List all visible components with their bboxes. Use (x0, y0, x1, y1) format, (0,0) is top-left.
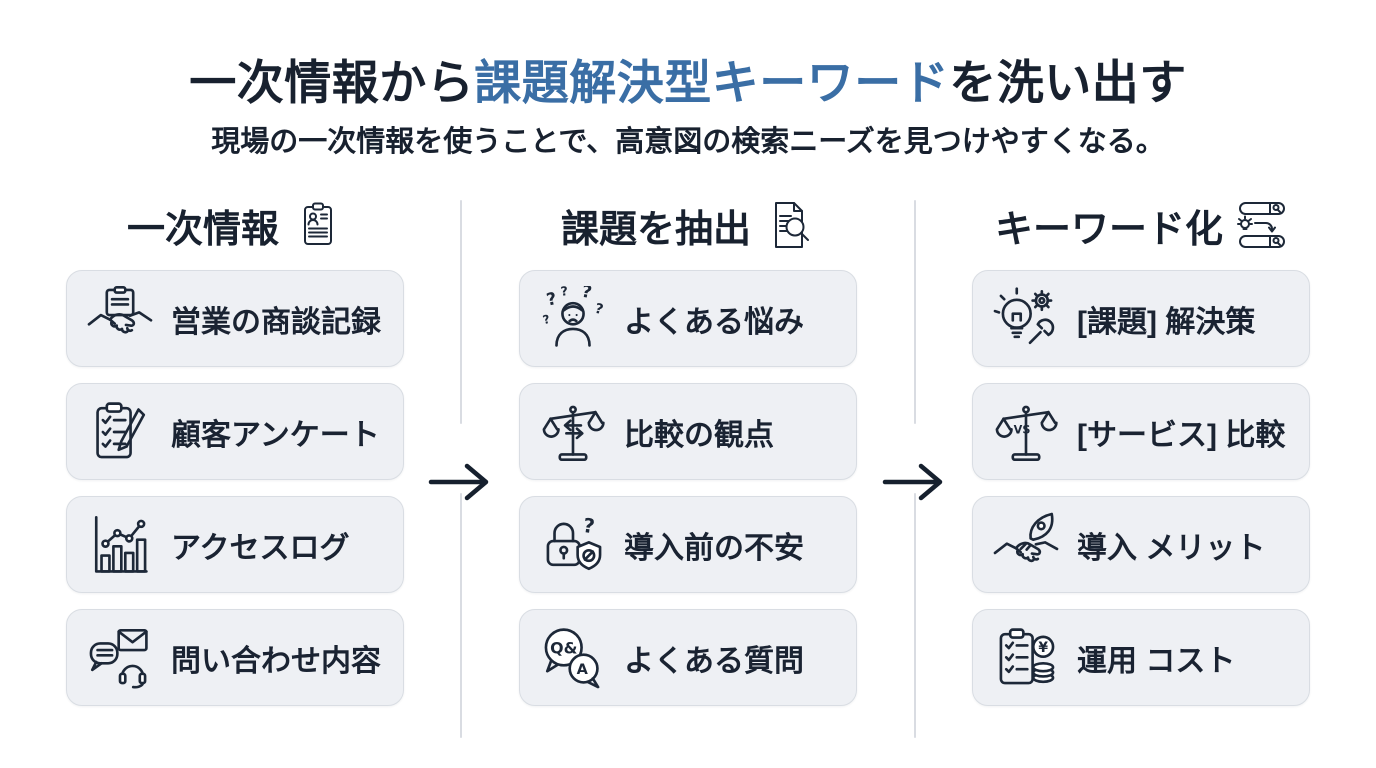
column-header-label: キーワード化 (994, 208, 1223, 251)
page-title: 一次情報から課題解決型キーワードを洗い出す (0, 44, 1376, 113)
title-prefix: 一次情報から (189, 56, 475, 109)
card-label: 比較の観点 (624, 418, 774, 452)
title-suffix: を洗い出す (949, 56, 1187, 109)
lock-shield-question-icon: ? (546, 513, 602, 570)
svg-text:?: ? (545, 289, 559, 311)
column-keywordize: キーワード化 (972, 196, 1310, 722)
flow-arrow-icon (882, 463, 943, 501)
divider-line (460, 493, 462, 738)
svg-text:VS: VS (1014, 423, 1031, 436)
column-primary-info: 一次情報 営業の商談記録 (66, 196, 404, 722)
svg-text:?: ? (560, 286, 569, 299)
card-label: よくある質問 (624, 644, 804, 678)
svg-text:Q&: Q& (550, 638, 577, 657)
card-operating-cost: ¥ 運用 コスト (972, 609, 1310, 706)
column-primary-info-header: 一次情報 (66, 196, 404, 254)
qa-bubbles-icon: Q& A (544, 627, 600, 688)
bulb-gear-wrench-icon (993, 286, 1055, 344)
survey-pencil-icon (96, 401, 146, 458)
column-keywordize-header: キーワード化 (972, 196, 1310, 254)
card-comparison-viewpoints: 比較の観点 (519, 383, 857, 480)
analytics-chart-icon (94, 515, 148, 573)
svg-text:¥: ¥ (1038, 640, 1048, 656)
divider-line (914, 200, 916, 424)
divider-line (460, 200, 462, 424)
card-label: 問い合わせ内容 (171, 644, 381, 678)
clipboard-profile-icon (304, 202, 332, 245)
card-label: 営業の商談記録 (171, 305, 381, 339)
svg-text:?: ? (582, 513, 597, 537)
column-extract-issues-header: 課題を抽出 (519, 196, 857, 254)
balance-scale-icon (542, 405, 605, 461)
svg-text:?: ? (541, 311, 551, 326)
card-common-worries: ? ? ? ? ? よくある悩み (519, 270, 857, 367)
card-problem-solution: [課題] 解決策 (972, 270, 1310, 367)
svg-text:A: A (577, 661, 589, 677)
inquiry-headset-icon (89, 628, 148, 689)
title-highlight: 課題解決型キーワード (474, 56, 950, 109)
divider-line (914, 493, 916, 738)
column-extract-issues: 課題を抽出 ? ? ? ? ? よ (519, 196, 857, 722)
card-customer-survey: 顧客アンケート (66, 383, 404, 480)
card-service-comparison: VS [サービス] 比較 (972, 383, 1310, 480)
column-header-label: 一次情報 (126, 208, 279, 251)
flow-arrow-icon (428, 463, 489, 501)
card-access-log: アクセスログ (66, 496, 404, 593)
handshake-rocket-icon (993, 512, 1059, 562)
handshake-clipboard-icon (87, 285, 153, 333)
card-label: [サービス] 比較 (1077, 418, 1286, 452)
worried-person-icon: ? ? ? ? ? (541, 286, 605, 347)
card-label: 顧客アンケート (171, 418, 380, 452)
scale-vs-icon: VS (995, 405, 1058, 461)
card-label: 導入前の不安 (624, 531, 804, 565)
checklist-coins-icon: ¥ (999, 627, 1055, 684)
card-label: [課題] 解決策 (1077, 305, 1256, 339)
card-faq: Q& A よくある質問 (519, 609, 857, 706)
card-inquiry-content: 問い合わせ内容 (66, 609, 404, 706)
search-bars-idea-icon (1237, 202, 1285, 248)
card-sales-meeting-notes: 営業の商談記録 (66, 270, 404, 367)
svg-text:?: ? (580, 286, 593, 303)
column-header-label: 課題を抽出 (560, 208, 751, 251)
card-adoption-merits: 導入 メリット (972, 496, 1310, 593)
card-pre-adoption-concerns: ? 導入前の不安 (519, 496, 857, 593)
document-magnifier-icon (775, 202, 809, 248)
card-label: よくある悩み (624, 305, 804, 339)
card-label: 導入 メリット (1077, 531, 1266, 565)
svg-text:?: ? (593, 300, 605, 317)
page-subtitle: 現場の一次情報を使うことで、高意図の検索ニーズを見つけやすくなる。 (211, 126, 1165, 158)
card-label: 運用 コスト (1077, 644, 1236, 678)
card-label: アクセスログ (171, 531, 350, 565)
